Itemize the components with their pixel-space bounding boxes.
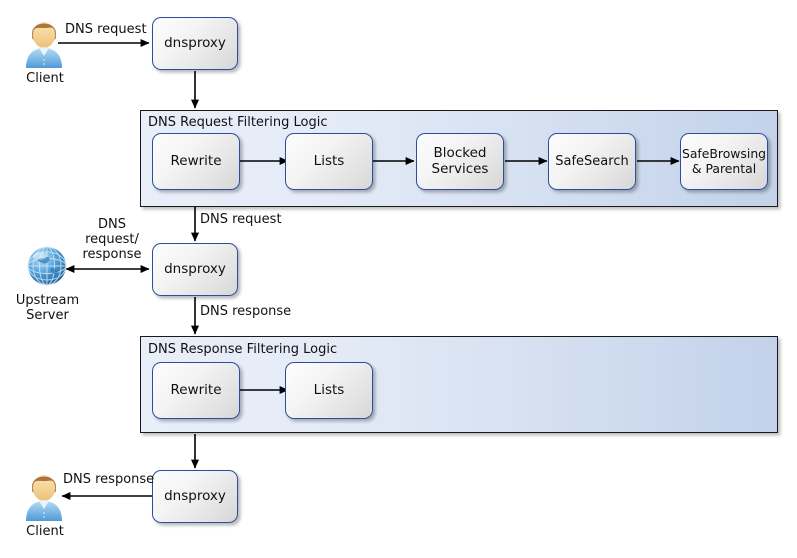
node-req-lists[interactable]: Lists [285,133,373,190]
node-resp-lists[interactable]: Lists [285,362,373,419]
edge-label-proxy-to-response-panel: DNS response [200,304,292,319]
globe-icon [24,243,70,289]
node-dnsproxy-bottom[interactable]: dnsproxy [152,470,238,523]
node-req-blocked-services[interactable]: Blocked Services [416,133,504,190]
node-dnsproxy-bottom-label: dnsproxy [164,487,226,504]
node-req-safebrowsing-parental-label: SafeBrowsing & Parental [681,145,767,176]
edge-label-upstream-bidirectional: DNS request/ response [82,217,142,263]
panel-response-filtering [140,336,778,433]
edge-label-client-to-proxy: DNS request [65,22,147,37]
person-icon [22,16,66,68]
node-resp-lists-label: Lists [313,381,345,398]
node-req-blocked-services-label: Blocked Services [431,144,489,177]
client-bottom-caption: Client [26,524,64,539]
node-req-safebrowsing-parental[interactable]: SafeBrowsing & Parental [680,133,768,190]
node-dnsproxy-top[interactable]: dnsproxy [152,17,238,70]
node-dnsproxy-middle-label: dnsproxy [164,260,226,277]
edge-label-proxy-to-client: DNS response [63,472,155,487]
node-req-rewrite-label: Rewrite [170,152,222,169]
node-resp-rewrite-label: Rewrite [170,381,222,398]
node-resp-rewrite[interactable]: Rewrite [152,362,240,419]
panel-response-filtering-title: DNS Response Filtering Logic [148,342,338,357]
upstream-caption: Upstream Server [15,293,80,324]
client-top-caption: Client [26,71,64,86]
node-dnsproxy-top-label: dnsproxy [164,34,226,51]
node-req-lists-label: Lists [313,152,345,169]
person-icon [22,469,66,521]
node-req-safesearch[interactable]: SafeSearch [548,133,636,190]
node-req-rewrite[interactable]: Rewrite [152,133,240,190]
node-dnsproxy-middle[interactable]: dnsproxy [152,243,238,296]
node-req-safesearch-label: SafeSearch [555,153,629,169]
panel-request-filtering-title: DNS Request Filtering Logic [148,115,328,130]
edge-label-request-panel-to-proxy: DNS request [200,212,282,227]
